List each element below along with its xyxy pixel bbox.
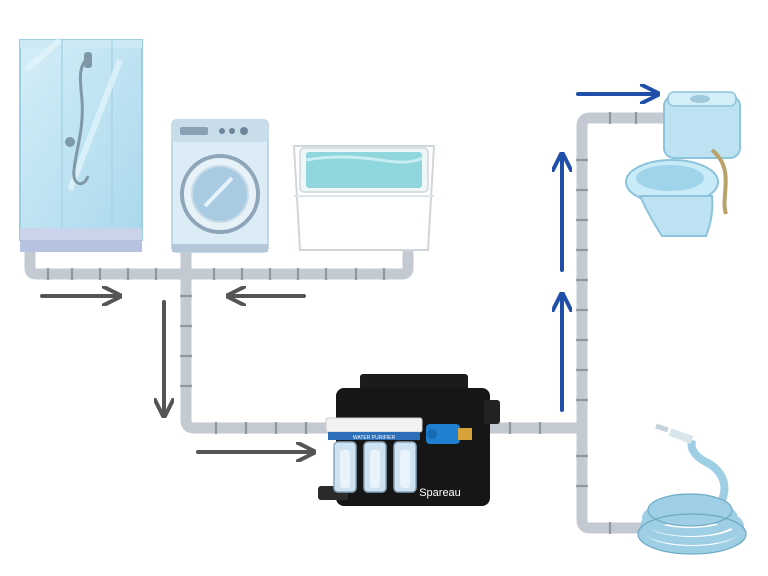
bathtub-icon (292, 145, 436, 251)
washing-machine-icon (171, 119, 269, 253)
filter-cartridges (333, 441, 417, 493)
pump-icon (426, 424, 460, 444)
pipe-hose-branch (576, 422, 646, 534)
greywater-recycling-unit-icon: WATER PURIFIER Spareau (318, 374, 500, 506)
toilet-icon (625, 91, 741, 237)
pipe-shower (24, 242, 192, 280)
inbound-flow-arrows (40, 296, 312, 452)
garden-hose-outline (637, 493, 747, 555)
filter-label: WATER PURIFIER (353, 435, 396, 441)
shower-cabin-icon (19, 37, 143, 252)
pipe-trunk (180, 268, 342, 434)
brand-logo: Spareau (419, 487, 461, 499)
pipe-joints (46, 112, 638, 534)
garden-hose-icon (638, 423, 746, 554)
pipe-bathtub (180, 244, 414, 280)
pipe-toilet-riser (576, 112, 670, 434)
outbound-flow-arrows (562, 94, 656, 412)
pipe-network (24, 112, 670, 534)
